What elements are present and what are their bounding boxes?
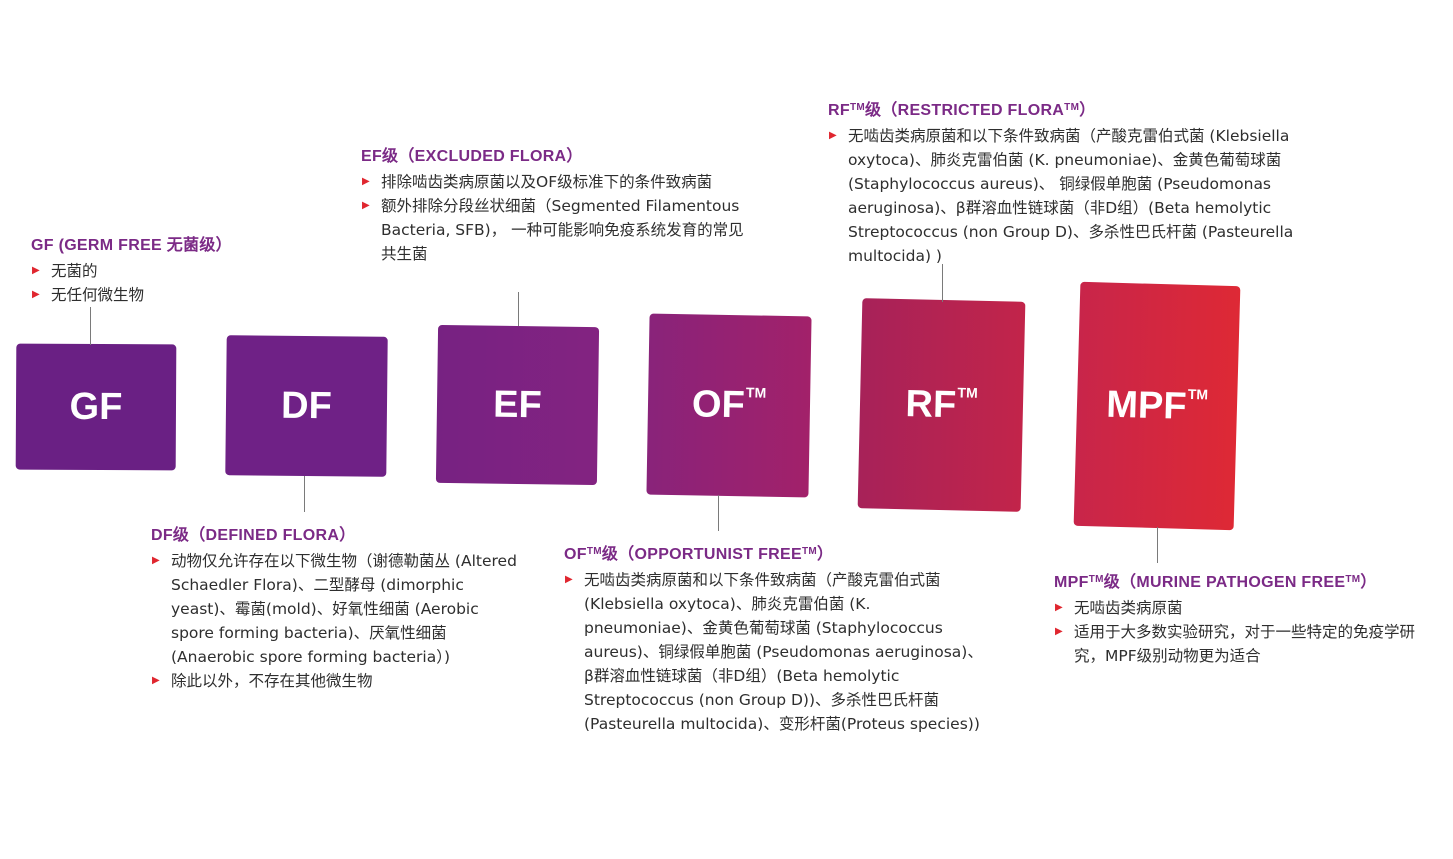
section-rf-heading-base: RF — [828, 102, 850, 119]
section-rf-heading-end: ） — [1079, 102, 1096, 119]
section-mpf-heading-end: ） — [1360, 574, 1377, 591]
connector-of — [718, 495, 719, 531]
connector-mpf — [1157, 527, 1158, 563]
section-mpf-item: 适用于大多数实验研究，对于一些特定的免疫学研究，MPF级别动物更为适合 — [1054, 620, 1444, 668]
card-rf-tm: TM — [957, 383, 978, 401]
section-df-heading: DF级（DEFINED FLORA） — [151, 527, 356, 544]
section-mpf-heading-base: MPF — [1054, 574, 1089, 591]
section-mpf-heading-tm: TM — [1088, 574, 1104, 585]
card-df: DF — [225, 335, 388, 477]
section-mpf: MPFTM级（MURINE PATHOGEN FREETM） 无啮齿类病原菌 适… — [1054, 568, 1444, 668]
card-rf-label: RFTM — [905, 383, 978, 428]
connector-df — [304, 476, 305, 512]
section-gf: GF (GERM FREE 无菌级） 无菌的 无任何微生物 — [31, 231, 331, 307]
section-df: DF级（DEFINED FLORA） 动物仅允许存在以下微生物（谢德勒菌丛 (A… — [151, 521, 526, 693]
section-of-heading-rest: 级（OPPORTUNIST FREE — [601, 546, 802, 563]
section-gf-heading: GF (GERM FREE 无菌级） — [31, 237, 232, 254]
card-of-tm: TM — [745, 384, 767, 401]
section-of-heading-tm2: TM — [801, 546, 818, 557]
card-of-label: OFTM — [692, 383, 767, 427]
card-gf: GF — [15, 343, 177, 471]
connector-ef — [518, 292, 519, 326]
section-rf-heading-tm: TM — [849, 102, 865, 113]
section-mpf-heading: MPFTM级（MURINE PATHOGEN FREETM） — [1054, 568, 1444, 592]
section-of-heading-tm: TM — [586, 546, 602, 557]
card-rf-base: RF — [905, 382, 957, 426]
section-rf: RFTM级（RESTRICTED FLORATM） 无啮齿类病原菌和以下条件致病… — [828, 96, 1308, 268]
section-of-list: 无啮齿类病原菌和以下条件致病菌（产酸克雷伯式菌(Klebsiella oxyto… — [564, 568, 989, 736]
connector-gf — [90, 307, 91, 345]
section-df-list: 动物仅允许存在以下微生物（谢德勒菌丛 (Altered Schaedler Fl… — [151, 549, 526, 693]
section-df-item: 动物仅允许存在以下微生物（谢德勒菌丛 (Altered Schaedler Fl… — [151, 549, 526, 669]
section-of-heading-base: OF — [564, 546, 587, 563]
card-of: OFTM — [646, 313, 812, 498]
card-mpf-label: MPFTM — [1106, 383, 1209, 429]
section-rf-item: 无啮齿类病原菌和以下条件致病菌（产酸克雷伯式菌 (Klebsiella oxyt… — [828, 124, 1308, 268]
card-ef-label: EF — [492, 383, 543, 426]
card-of-base: OF — [691, 383, 746, 427]
section-ef-item: 排除啮齿类病原菌以及OF级标准下的条件致病菌 — [361, 170, 746, 194]
section-of-heading-end: ） — [817, 546, 834, 563]
section-rf-heading-rest: 级（RESTRICTED FLORA — [864, 102, 1065, 119]
section-ef-list: 排除啮齿类病原菌以及OF级标准下的条件致病菌 额外排除分段丝状细菌（Segmen… — [361, 170, 746, 266]
card-ef: EF — [435, 324, 600, 486]
section-rf-list: 无啮齿类病原菌和以下条件致病菌（产酸克雷伯式菌 (Klebsiella oxyt… — [828, 124, 1308, 268]
section-of: OFTM级（OPPORTUNIST FREETM） 无啮齿类病原菌和以下条件致病… — [564, 540, 989, 736]
section-ef: EF级（EXCLUDED FLORA） 排除啮齿类病原菌以及OF级标准下的条件致… — [361, 142, 746, 266]
section-rf-heading-tm2: TM — [1064, 102, 1080, 113]
card-mpf-tm: TM — [1187, 385, 1209, 402]
card-mpf-base: MPF — [1105, 383, 1188, 428]
connector-rf — [942, 264, 943, 302]
section-mpf-heading-tm2: TM — [1345, 574, 1361, 585]
section-ef-heading: EF级（EXCLUDED FLORA） — [361, 148, 583, 165]
section-ef-item: 额外排除分段丝状细菌（Segmented Filamentous Bacteri… — [361, 194, 746, 266]
card-mpf: MPFTM — [1073, 281, 1241, 531]
section-df-item: 除此以外，不存在其他微生物 — [151, 669, 526, 693]
section-mpf-list: 无啮齿类病原菌 适用于大多数实验研究，对于一些特定的免疫学研究，MPF级别动物更… — [1054, 596, 1444, 668]
section-rf-heading: RFTM级（RESTRICTED FLORATM） — [828, 96, 1308, 120]
section-gf-item: 无菌的 — [31, 259, 331, 283]
card-rf: RFTM — [857, 298, 1026, 512]
section-mpf-heading-rest: 级（MURINE PATHOGEN FREE — [1103, 574, 1346, 591]
card-gf-label: GF — [69, 385, 123, 428]
section-mpf-item: 无啮齿类病原菌 — [1054, 596, 1444, 620]
section-gf-item: 无任何微生物 — [31, 283, 331, 307]
card-df-label: DF — [280, 384, 333, 427]
section-of-item: 无啮齿类病原菌和以下条件致病菌（产酸克雷伯式菌(Klebsiella oxyto… — [564, 568, 989, 736]
section-of-heading: OFTM级（OPPORTUNIST FREETM） — [564, 540, 989, 564]
section-gf-list: 无菌的 无任何微生物 — [31, 259, 331, 307]
